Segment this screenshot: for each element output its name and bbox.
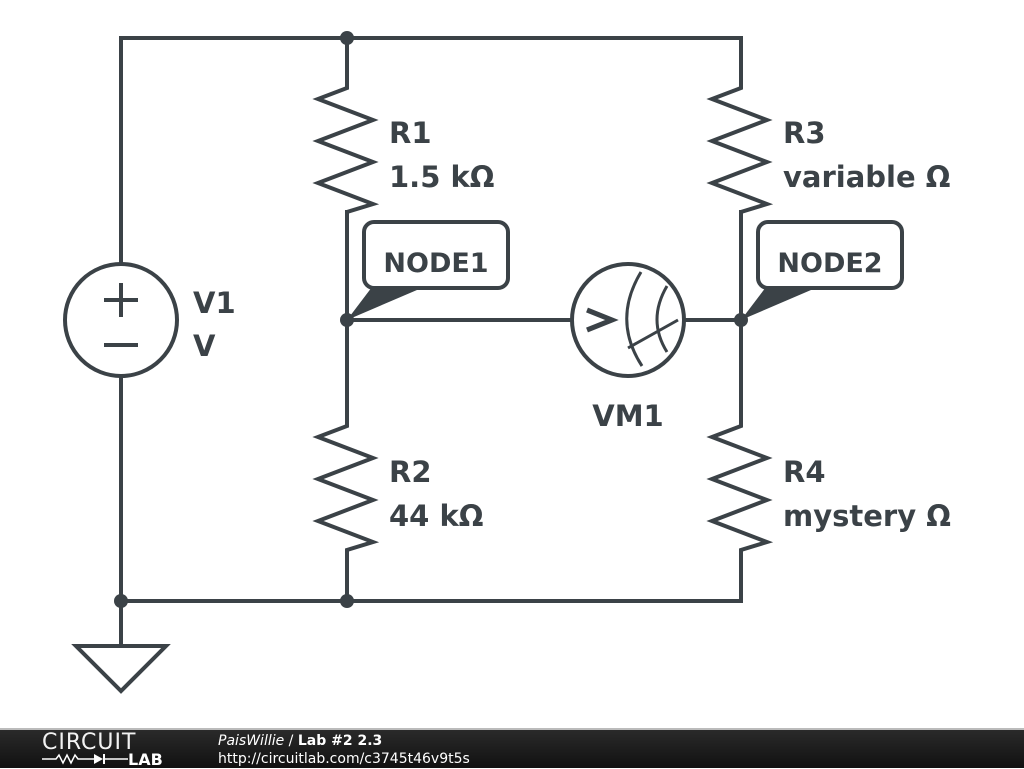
resistor-r1[interactable]: R1 1.5 kΩ xyxy=(312,85,494,214)
node1-pointer xyxy=(347,287,424,320)
resistor-r3[interactable]: R3 variable Ω xyxy=(706,85,950,214)
node1-text: NODE1 xyxy=(383,248,488,279)
author-link[interactable]: PaisWillie xyxy=(218,733,285,749)
resistor-r3-zigzag xyxy=(706,85,774,214)
junction-dot-top xyxy=(340,31,354,45)
v1-name-label: V1 xyxy=(193,286,236,320)
footer-info: PaisWillie / Lab #2 2.3 http://circuitla… xyxy=(218,732,470,768)
r4-name-label: R4 xyxy=(783,455,826,489)
resistor-diode-icon xyxy=(42,753,128,765)
breadcrumb-separator: / xyxy=(284,733,298,749)
r2-value-label: 44 kΩ xyxy=(389,499,483,533)
footer-bar: CIRCUIT LAB PaisWillie / Lab #2 2.3 http… xyxy=(0,728,1024,769)
wire-top-rail xyxy=(119,36,743,264)
resistor-r4[interactable]: R4 mystery Ω xyxy=(706,423,951,553)
voltmeter-vm1[interactable]: VM1 xyxy=(570,262,686,433)
r2-name-label: R2 xyxy=(389,455,432,489)
circuit-url[interactable]: http://circuitlab.com/c3745t46v9t5s xyxy=(218,751,470,767)
meter-dial-icon xyxy=(625,271,679,367)
node1-label[interactable]: NODE1 xyxy=(347,220,510,320)
node2-pointer xyxy=(741,287,818,320)
r3-name-label: R3 xyxy=(783,116,826,150)
logo-circuit-text: CIRCUIT xyxy=(42,730,137,755)
node2-text: NODE2 xyxy=(777,248,882,279)
node2-label[interactable]: NODE2 xyxy=(741,220,904,320)
v1-value-label: V xyxy=(193,329,216,363)
resistor-r1-zigzag xyxy=(312,85,380,214)
plus-icon xyxy=(104,283,138,317)
resistor-r2-zigzag xyxy=(312,423,380,553)
wire-bottom-rail xyxy=(119,375,743,603)
node1-box xyxy=(362,220,510,290)
voltage-source-v1[interactable]: V1 V xyxy=(63,262,236,378)
voltmeter-circle xyxy=(570,262,686,378)
r4-value-label: mystery Ω xyxy=(783,499,951,533)
junction-dot-bottom-mid xyxy=(340,594,354,608)
vm1-name-label: VM1 xyxy=(592,399,663,433)
r3-value-label: variable Ω xyxy=(783,160,950,194)
circuitlab-logo[interactable]: CIRCUIT LAB xyxy=(40,730,180,769)
voltage-source-circle xyxy=(63,262,179,378)
node2-box xyxy=(756,220,904,290)
voltmeter-chevron-icon xyxy=(586,307,619,333)
resistor-r4-zigzag xyxy=(706,423,774,553)
circuit-title: Lab #2 2.3 xyxy=(297,733,383,749)
r1-name-label: R1 xyxy=(389,116,432,150)
junction-dot-bottom-left xyxy=(114,594,128,608)
ground-icon xyxy=(71,644,171,694)
circuit-schematic: R1 1.5 kΩ R2 44 kΩ R3 variable Ω R4 myst… xyxy=(63,31,951,694)
logo-lab-text: LAB xyxy=(128,750,163,769)
resistor-r2[interactable]: R2 44 kΩ xyxy=(312,423,483,553)
r1-value-label: 1.5 kΩ xyxy=(389,160,494,194)
